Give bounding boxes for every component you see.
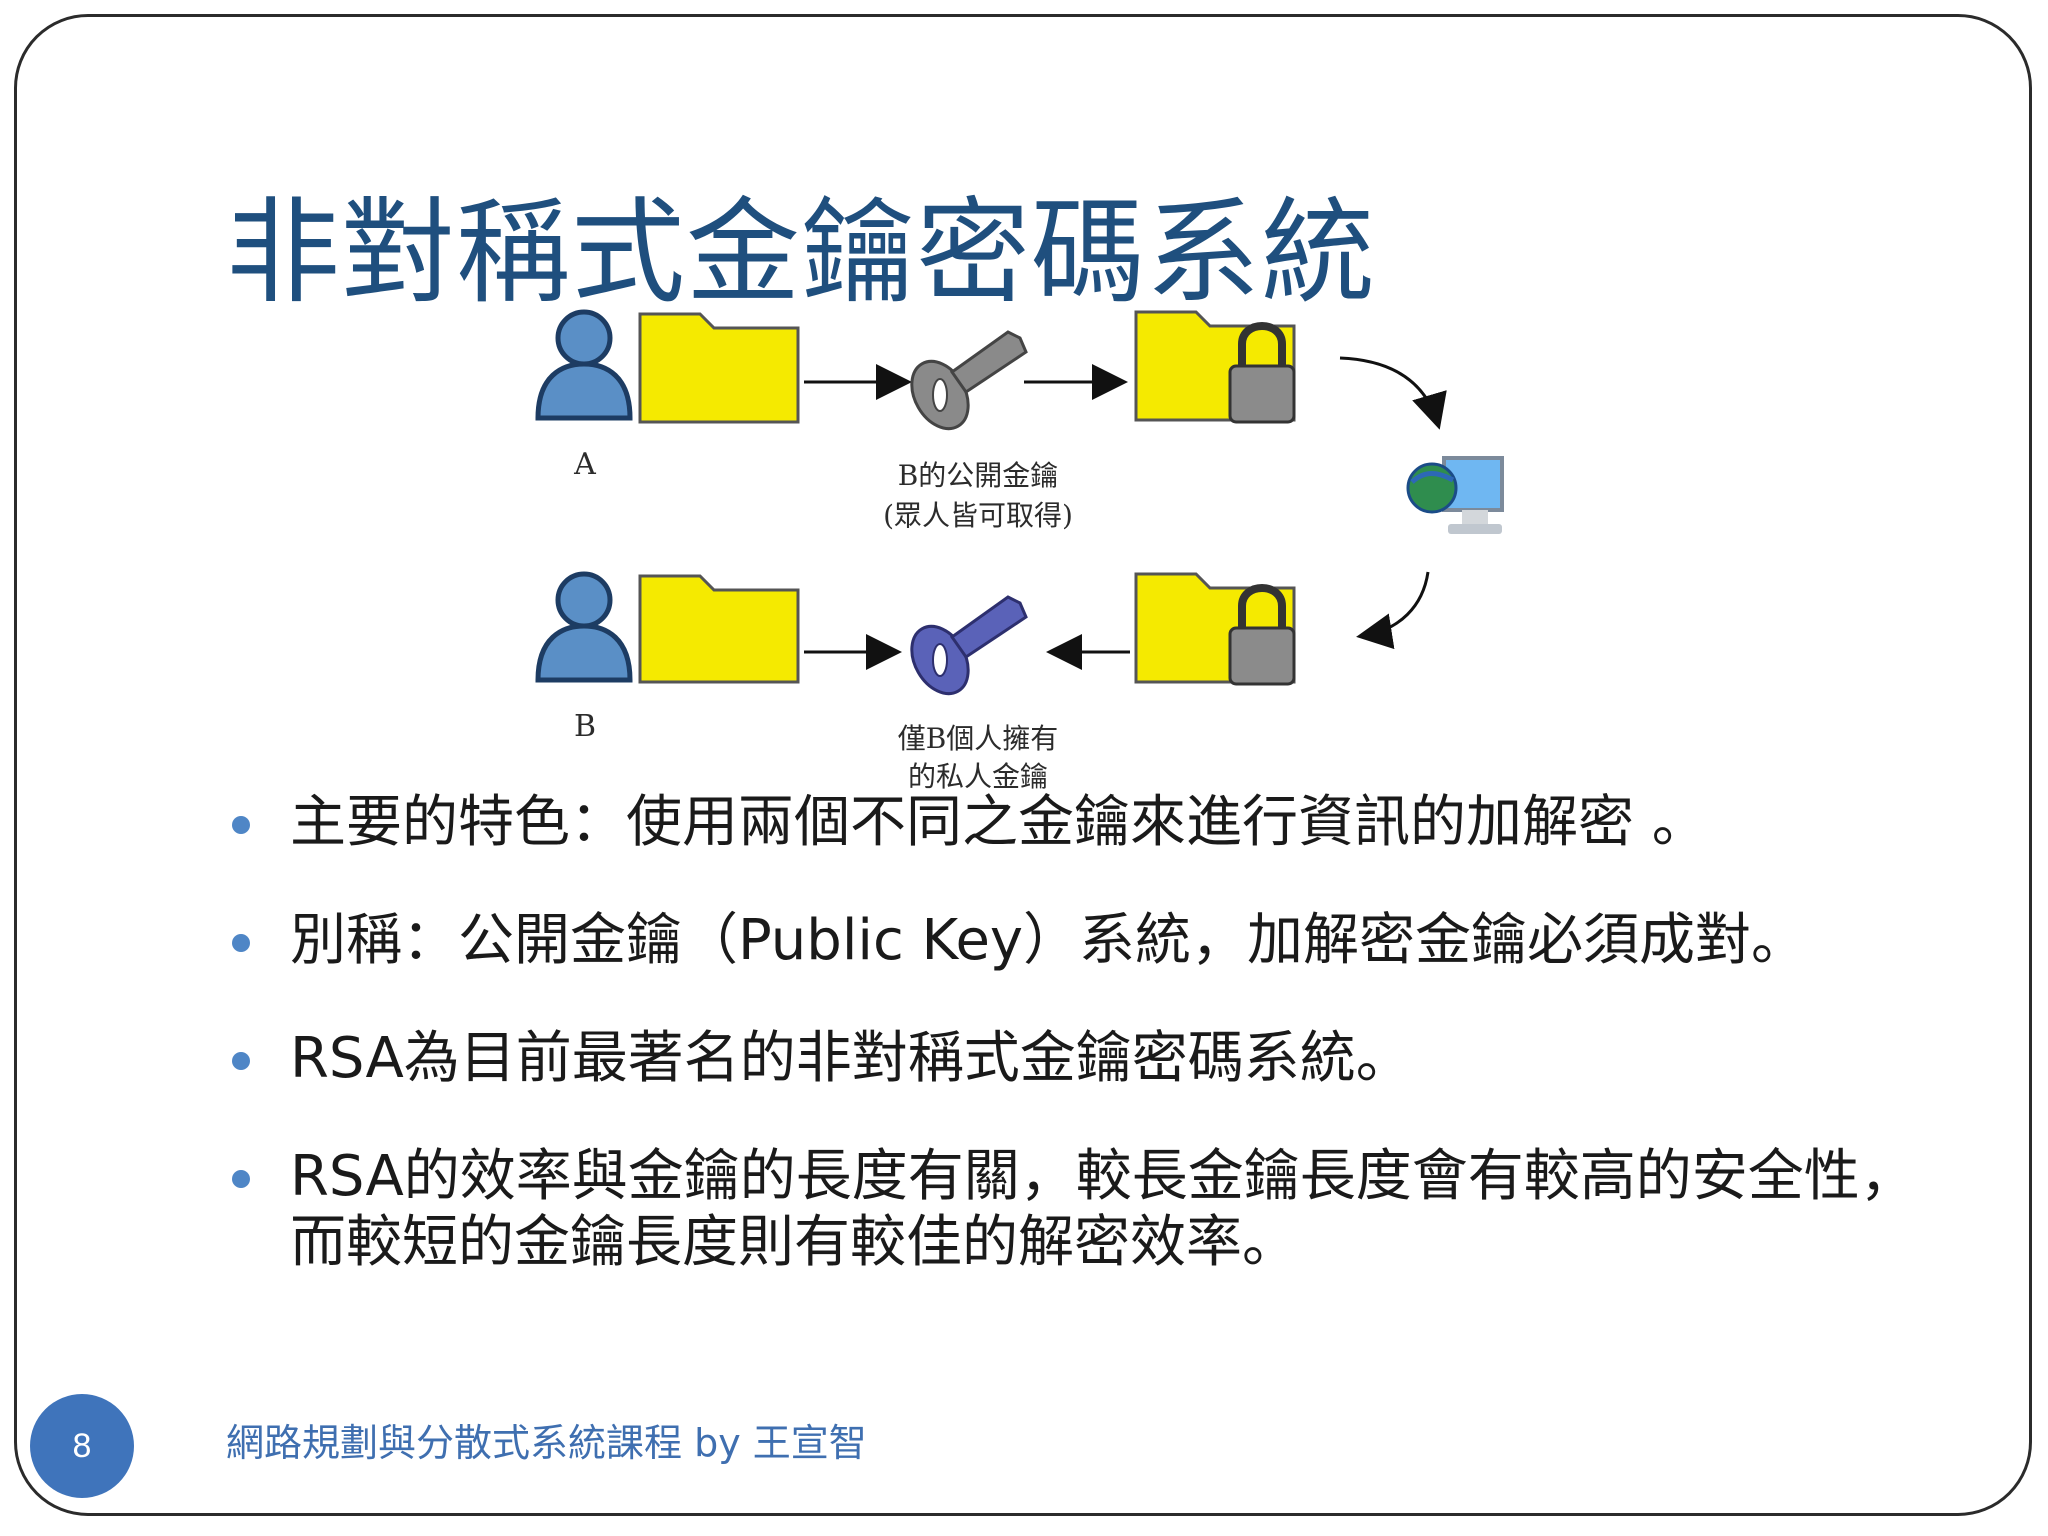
encryption-diagram: A B的公開金鑰 (眾人皆可取得) B 僅B個人擁有 的私人金鑰 xyxy=(535,309,1504,793)
bullet-item: 別稱：公開金鑰（Public Key）系統，加解密金鑰必須成對。 xyxy=(228,908,1958,974)
bullet-text: 別稱：公開金鑰（Public Key）系統，加解密金鑰必須成對。 xyxy=(290,908,1808,973)
public-key-caption-line1: B的公開金鑰 xyxy=(898,459,1059,492)
network-computer-icon xyxy=(1406,456,1504,534)
slide-number-badge: 8 xyxy=(30,1394,134,1498)
arrow-to-network xyxy=(1339,356,1447,430)
encrypted-folder-icon xyxy=(1134,310,1296,424)
bullet-item: 主要的特色：使用兩個不同之金鑰來進行資訊的加解密 。 xyxy=(228,790,1958,856)
public-key-icon xyxy=(910,330,1028,431)
received-encrypted-folder-icon xyxy=(1134,572,1296,686)
private-key-caption-line1: 僅B個人擁有 xyxy=(898,722,1059,755)
arrow-from-network xyxy=(1356,571,1430,650)
label-b: B xyxy=(574,709,596,744)
bullet-item: RSA的效率與金鑰的長度有關，較長金鑰長度會有較高的安全性，而較短的金鑰長度則有… xyxy=(228,1144,1958,1276)
user-a-icon xyxy=(535,309,633,421)
decrypted-folder-icon xyxy=(638,574,800,684)
bullet-dot-icon xyxy=(232,816,250,834)
bullet-item: RSA為目前最著名的非對稱式金鑰密碼系統。 xyxy=(228,1026,1958,1092)
bullet-list: 主要的特色：使用兩個不同之金鑰來進行資訊的加解密 。 別稱：公開金鑰（Publi… xyxy=(228,790,1958,1328)
bullet-text: RSA為目前最著名的非對稱式金鑰密碼系統。 xyxy=(290,1026,1412,1091)
bullet-text: 主要的特色：使用兩個不同之金鑰來進行資訊的加解密 。 xyxy=(290,790,1708,855)
plaintext-folder-icon xyxy=(638,312,800,424)
bullet-text: RSA的效率與金鑰的長度有關，較長金鑰長度會有較高的安全性，而較短的金鑰長度則有… xyxy=(290,1144,1916,1275)
label-a: A xyxy=(573,447,596,482)
bullet-dot-icon xyxy=(232,1170,250,1188)
page-title: 非對稱式金鑰密碼系統 xyxy=(226,186,1377,319)
private-key-caption-line2: 的私人金鑰 xyxy=(908,760,1048,793)
slide-frame xyxy=(14,14,2032,1516)
bullet-dot-icon xyxy=(232,934,250,952)
footer-course-text: 網路規劃與分散式系統課程 by 王宣智 xyxy=(226,1421,867,1465)
public-key-caption-line2: (眾人皆可取得) xyxy=(883,499,1073,532)
private-key-icon xyxy=(910,595,1028,696)
bullet-dot-icon xyxy=(232,1052,250,1070)
user-b-icon xyxy=(535,571,633,683)
